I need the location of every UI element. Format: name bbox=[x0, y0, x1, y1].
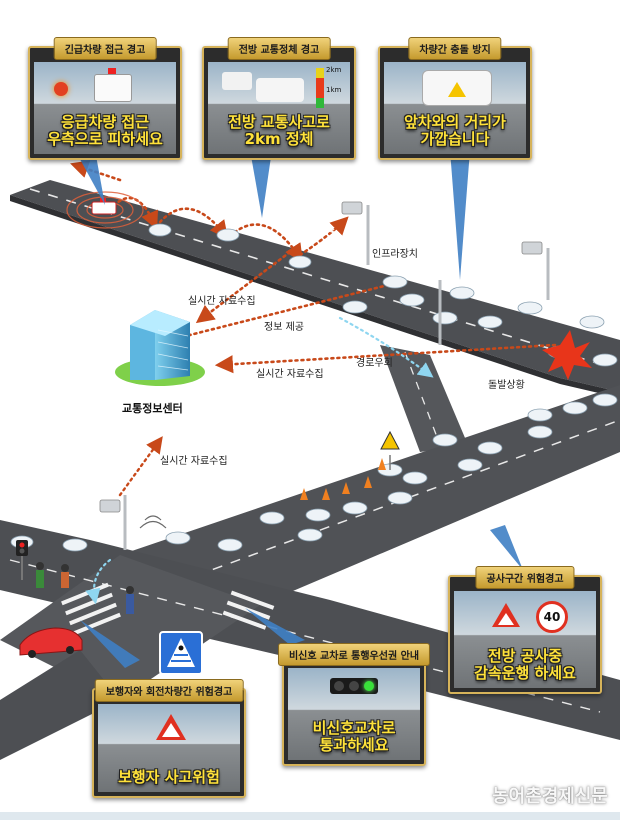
panel-pedestrian-warning: 보행자 사고위험 보행자와 회전차량간 위험경고 bbox=[92, 679, 246, 798]
label-realtime-collect-2: 실시간 자료수집 bbox=[256, 369, 324, 380]
msg-line1: 응급차량 접근 bbox=[60, 113, 150, 131]
msg-line2: 우측으로 피하세요 bbox=[47, 130, 163, 148]
panel-title: 보행자와 회전차량간 위험경고 bbox=[94, 679, 244, 702]
detour-path bbox=[85, 316, 434, 605]
label-info-provide: 정보 제공 bbox=[264, 322, 304, 333]
panel-title: 비신호 교차로 통행우선권 안내 bbox=[277, 643, 431, 666]
traffic-light-icon bbox=[16, 540, 28, 580]
msg-line1: 전방 공사중 bbox=[487, 647, 563, 665]
panel-title: 긴급차량 접근 경고 bbox=[53, 37, 157, 60]
label-incident: 돌발상황 bbox=[488, 380, 525, 391]
msg-line2: 가깝습니다 bbox=[420, 130, 490, 148]
label-detour: 경로우회 bbox=[356, 358, 393, 369]
pedestrians bbox=[36, 562, 134, 614]
panel-screen: 응급차량 접근 우측으로 피하세요 bbox=[34, 62, 176, 154]
label-realtime-collect-1: 실시간 자료수집 bbox=[188, 296, 256, 307]
msg-line1: 보행자 사고위험 bbox=[118, 768, 220, 786]
bottom-bar bbox=[0, 812, 620, 820]
red-car bbox=[19, 627, 83, 658]
detour-ramp bbox=[380, 345, 468, 452]
panel-screen: 보행자 사고위험 bbox=[98, 704, 240, 792]
msg-line1: 앞차와의 거리가 bbox=[404, 113, 506, 131]
meter-top: 2km bbox=[326, 66, 342, 74]
panel-title: 전방 교통정체 경고 bbox=[227, 37, 331, 60]
msg-line2: 2km 정체 bbox=[244, 130, 314, 148]
cars-upper bbox=[148, 223, 618, 367]
panel-congestion-warning: 2km 1km 전방 교통사고로 2km 정체 전방 교통정체 경고 bbox=[202, 37, 356, 160]
warning-triangle-icon bbox=[448, 82, 466, 97]
watermark: 농어촌경제신문 bbox=[492, 786, 608, 807]
panel-construction-warning: 40 전방 공사중 감속운행 하세요 공사구간 위험경고 bbox=[448, 566, 602, 694]
panel-screen: 앞차와의 거리가 가깝습니다 bbox=[384, 62, 526, 154]
panel-screen: 2km 1km 전방 교통사고로 2km 정체 bbox=[208, 62, 350, 154]
label-infra: 인프라장치 bbox=[372, 249, 418, 260]
incident-burst bbox=[542, 330, 592, 380]
label-traffic-center: 교통정보센터 bbox=[122, 402, 183, 415]
building-icon bbox=[115, 310, 205, 386]
msg-line2: 감속운행 하세요 bbox=[474, 664, 576, 682]
panel-screen: 40 전방 공사중 감속운행 하세요 bbox=[454, 591, 596, 688]
msg-line1: 비신호교차로 bbox=[312, 719, 396, 737]
panel-emergency-warning: 응급차량 접근 우측으로 피하세요 긴급차량 접근 경고 bbox=[28, 37, 182, 160]
infra-poles bbox=[123, 205, 550, 550]
panel-collision-warning: 앞차와의 거리가 가깝습니다 차량간 충돌 방지 bbox=[378, 37, 532, 160]
beacon-icon bbox=[54, 82, 68, 96]
congestion-meter bbox=[316, 68, 324, 108]
msg-line1: 전방 교통사고로 bbox=[228, 113, 330, 131]
panel-signal-guide: 비신호교차로 통과하세요 비신호 교차로 통행우선권 안내 bbox=[277, 643, 431, 766]
traffic-cone-icon bbox=[300, 458, 386, 500]
panel-screen: 비신호교차로 통과하세요 bbox=[288, 668, 420, 760]
meter-mid: 1km bbox=[326, 86, 342, 94]
warning-triangle-icon bbox=[380, 430, 400, 470]
panel-title: 공사구간 위험경고 bbox=[475, 566, 575, 589]
label-realtime-collect-3: 실시간 자료수집 bbox=[160, 456, 228, 467]
traffic-light-icon bbox=[330, 678, 378, 694]
speed-value: 40 bbox=[543, 610, 561, 624]
panel-title: 차량간 충돌 방지 bbox=[408, 37, 502, 60]
crosswalk-sign-icon bbox=[159, 631, 203, 675]
speed-limit-icon: 40 bbox=[536, 601, 568, 633]
callout-pointers bbox=[75, 150, 523, 668]
msg-line2: 통과하세요 bbox=[319, 736, 389, 754]
